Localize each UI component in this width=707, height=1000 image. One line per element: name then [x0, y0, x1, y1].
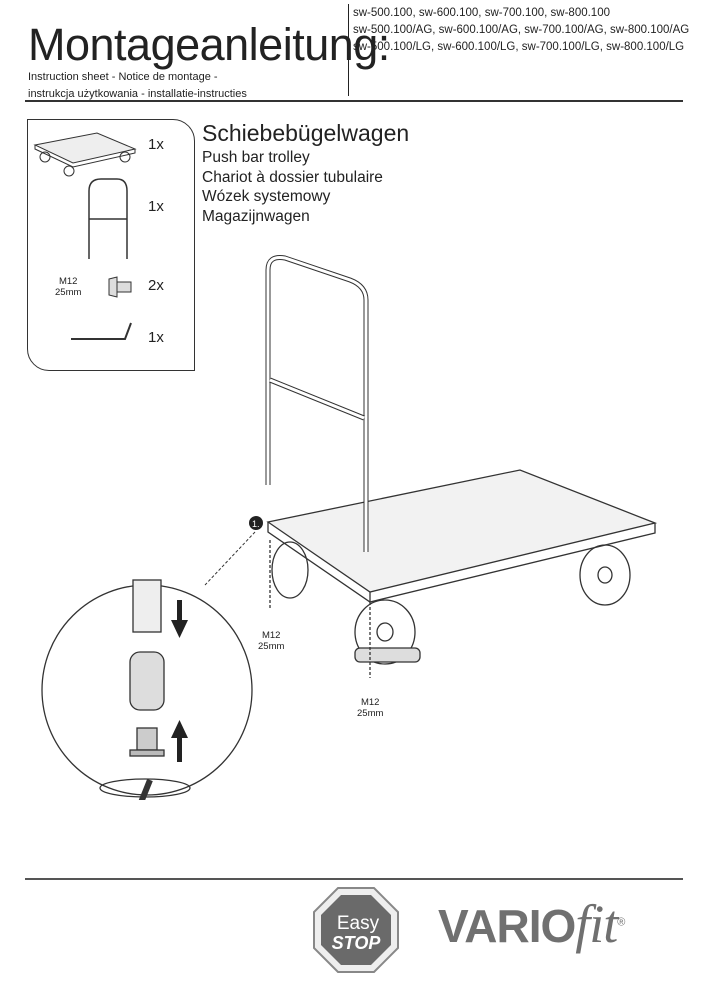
model-list-line: sw-500.100/LG, sw-600.100/LG, sw-700.100…: [353, 41, 685, 53]
easystop-logo: Easy STOP: [313, 887, 399, 973]
arrow-down-icon: [171, 600, 188, 638]
product-translation: Wózek systemowy: [202, 188, 331, 205]
product-translation: Push bar trolley: [202, 149, 310, 166]
page-title: Montageanleitung:: [28, 19, 390, 70]
part-qty: 2x: [148, 277, 164, 294]
parts-illustrations: [33, 132, 137, 340]
screw-icon: [108, 276, 132, 298]
trolley-drawing: [265, 255, 658, 678]
svg-text:1.: 1.: [252, 519, 260, 529]
step-marker: 1.: [249, 516, 263, 530]
hex-key-icon: [71, 322, 132, 340]
product-title: Schiebebügelwagen: [202, 120, 410, 146]
arrow-up-icon: [171, 720, 188, 762]
assembly-diagram: 1.: [41, 255, 658, 800]
divider: [25, 100, 683, 102]
svg-text:STOP: STOP: [332, 933, 382, 953]
svg-text:Easy: Easy: [337, 913, 380, 934]
divider: [348, 4, 349, 96]
model-list-line: sw-500.100, sw-600.100, sw-700.100, sw-8…: [353, 7, 610, 19]
part-qty: 1x: [148, 136, 164, 153]
push-bar-icon: [88, 178, 128, 259]
detail-view: [41, 579, 253, 800]
parts-list-box: [27, 119, 195, 371]
product-translation: Magazijnwagen: [202, 208, 310, 225]
subtitle-line: instrukcja użytkowania - installatie-ins…: [28, 88, 247, 100]
divider: [25, 878, 683, 880]
subtitle-line: Instruction sheet - Notice de montage -: [28, 71, 218, 83]
platform-icon: [33, 132, 137, 177]
model-list-line: sw-500.100/AG, sw-600.100/AG, sw-700.100…: [353, 24, 690, 36]
variofit-logo: VARIOfit®: [438, 894, 625, 954]
part-qty: 1x: [148, 198, 164, 215]
part-qty: 1x: [148, 329, 164, 346]
product-translation: Chariot à dossier tubulaire: [202, 169, 383, 186]
